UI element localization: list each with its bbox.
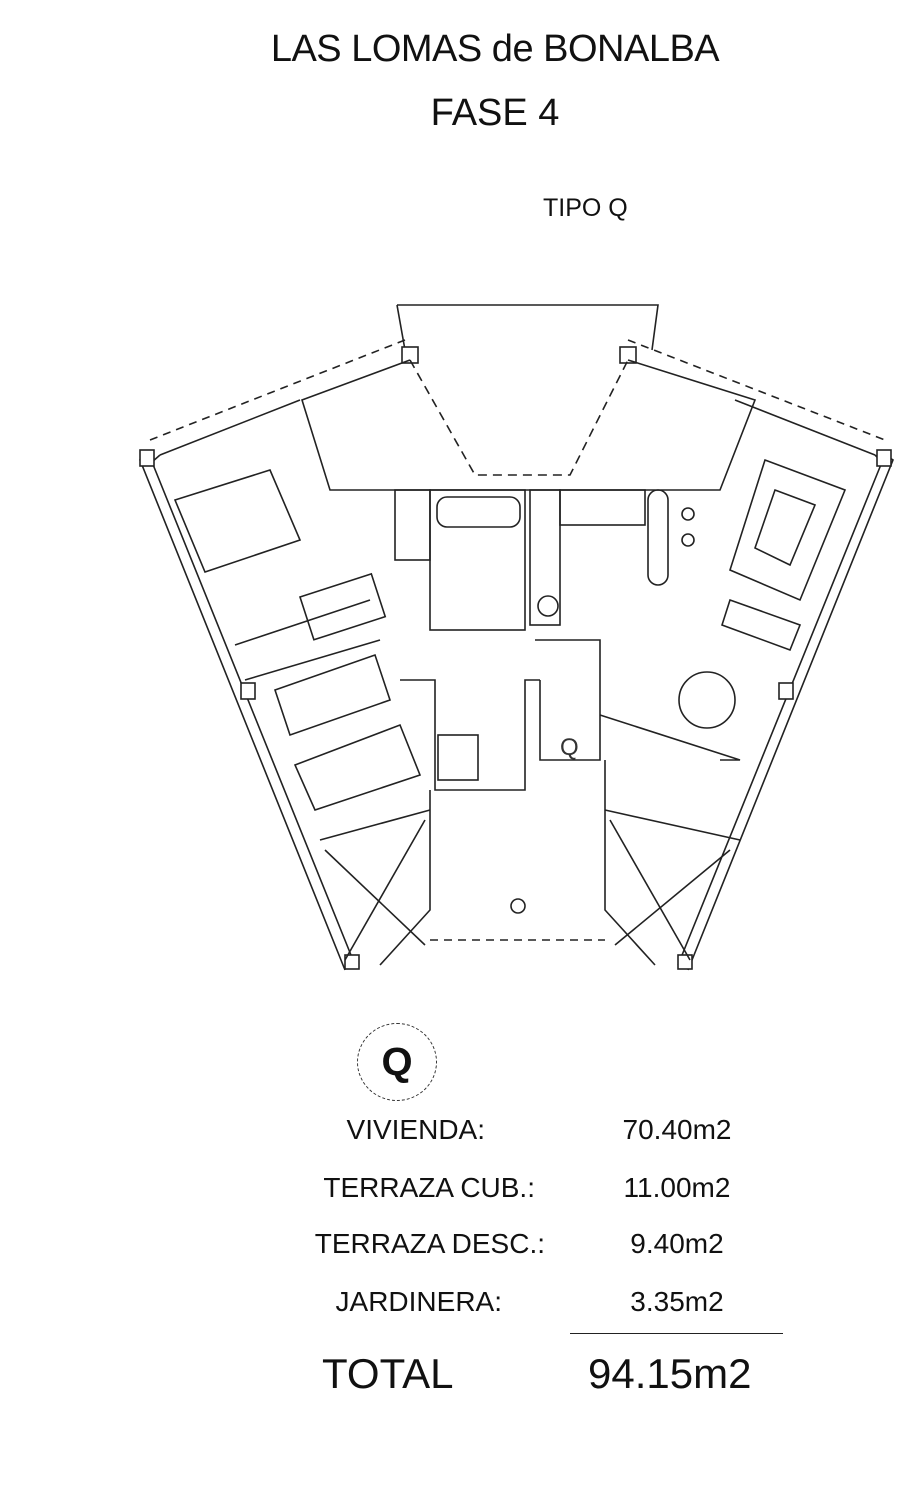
row-value: 70.40m2: [622, 1114, 732, 1145]
row-value: 9.40m2: [630, 1228, 724, 1259]
outer-walls: [138, 304, 894, 971]
row-value: 3.35m2: [630, 1286, 724, 1317]
unit-badge: Q: [357, 1023, 437, 1101]
row-label: JARDINERA:: [335, 1286, 502, 1317]
project-title: LAS LOMAS de BONALBA: [270, 28, 720, 70]
row-value: 11.00m2: [623, 1172, 731, 1203]
total-label: TOTAL: [322, 1350, 454, 1397]
unit-label: Q: [560, 734, 579, 761]
row-label: TERRAZA CUB.:: [323, 1172, 535, 1203]
row-label: VIVIENDA:: [346, 1114, 485, 1145]
type-label: TIPO Q: [543, 194, 628, 222]
row-label: TERRAZA DESC.:: [314, 1228, 545, 1259]
floor-plan: Q: [138, 304, 894, 971]
pillars: [139, 346, 892, 970]
phase-title: FASE 4: [430, 92, 560, 134]
sum-divider: [570, 1333, 783, 1334]
interior-walls: [173, 458, 847, 966]
top-terrace: [301, 359, 757, 491]
total-value: 94.15m2: [588, 1350, 752, 1397]
